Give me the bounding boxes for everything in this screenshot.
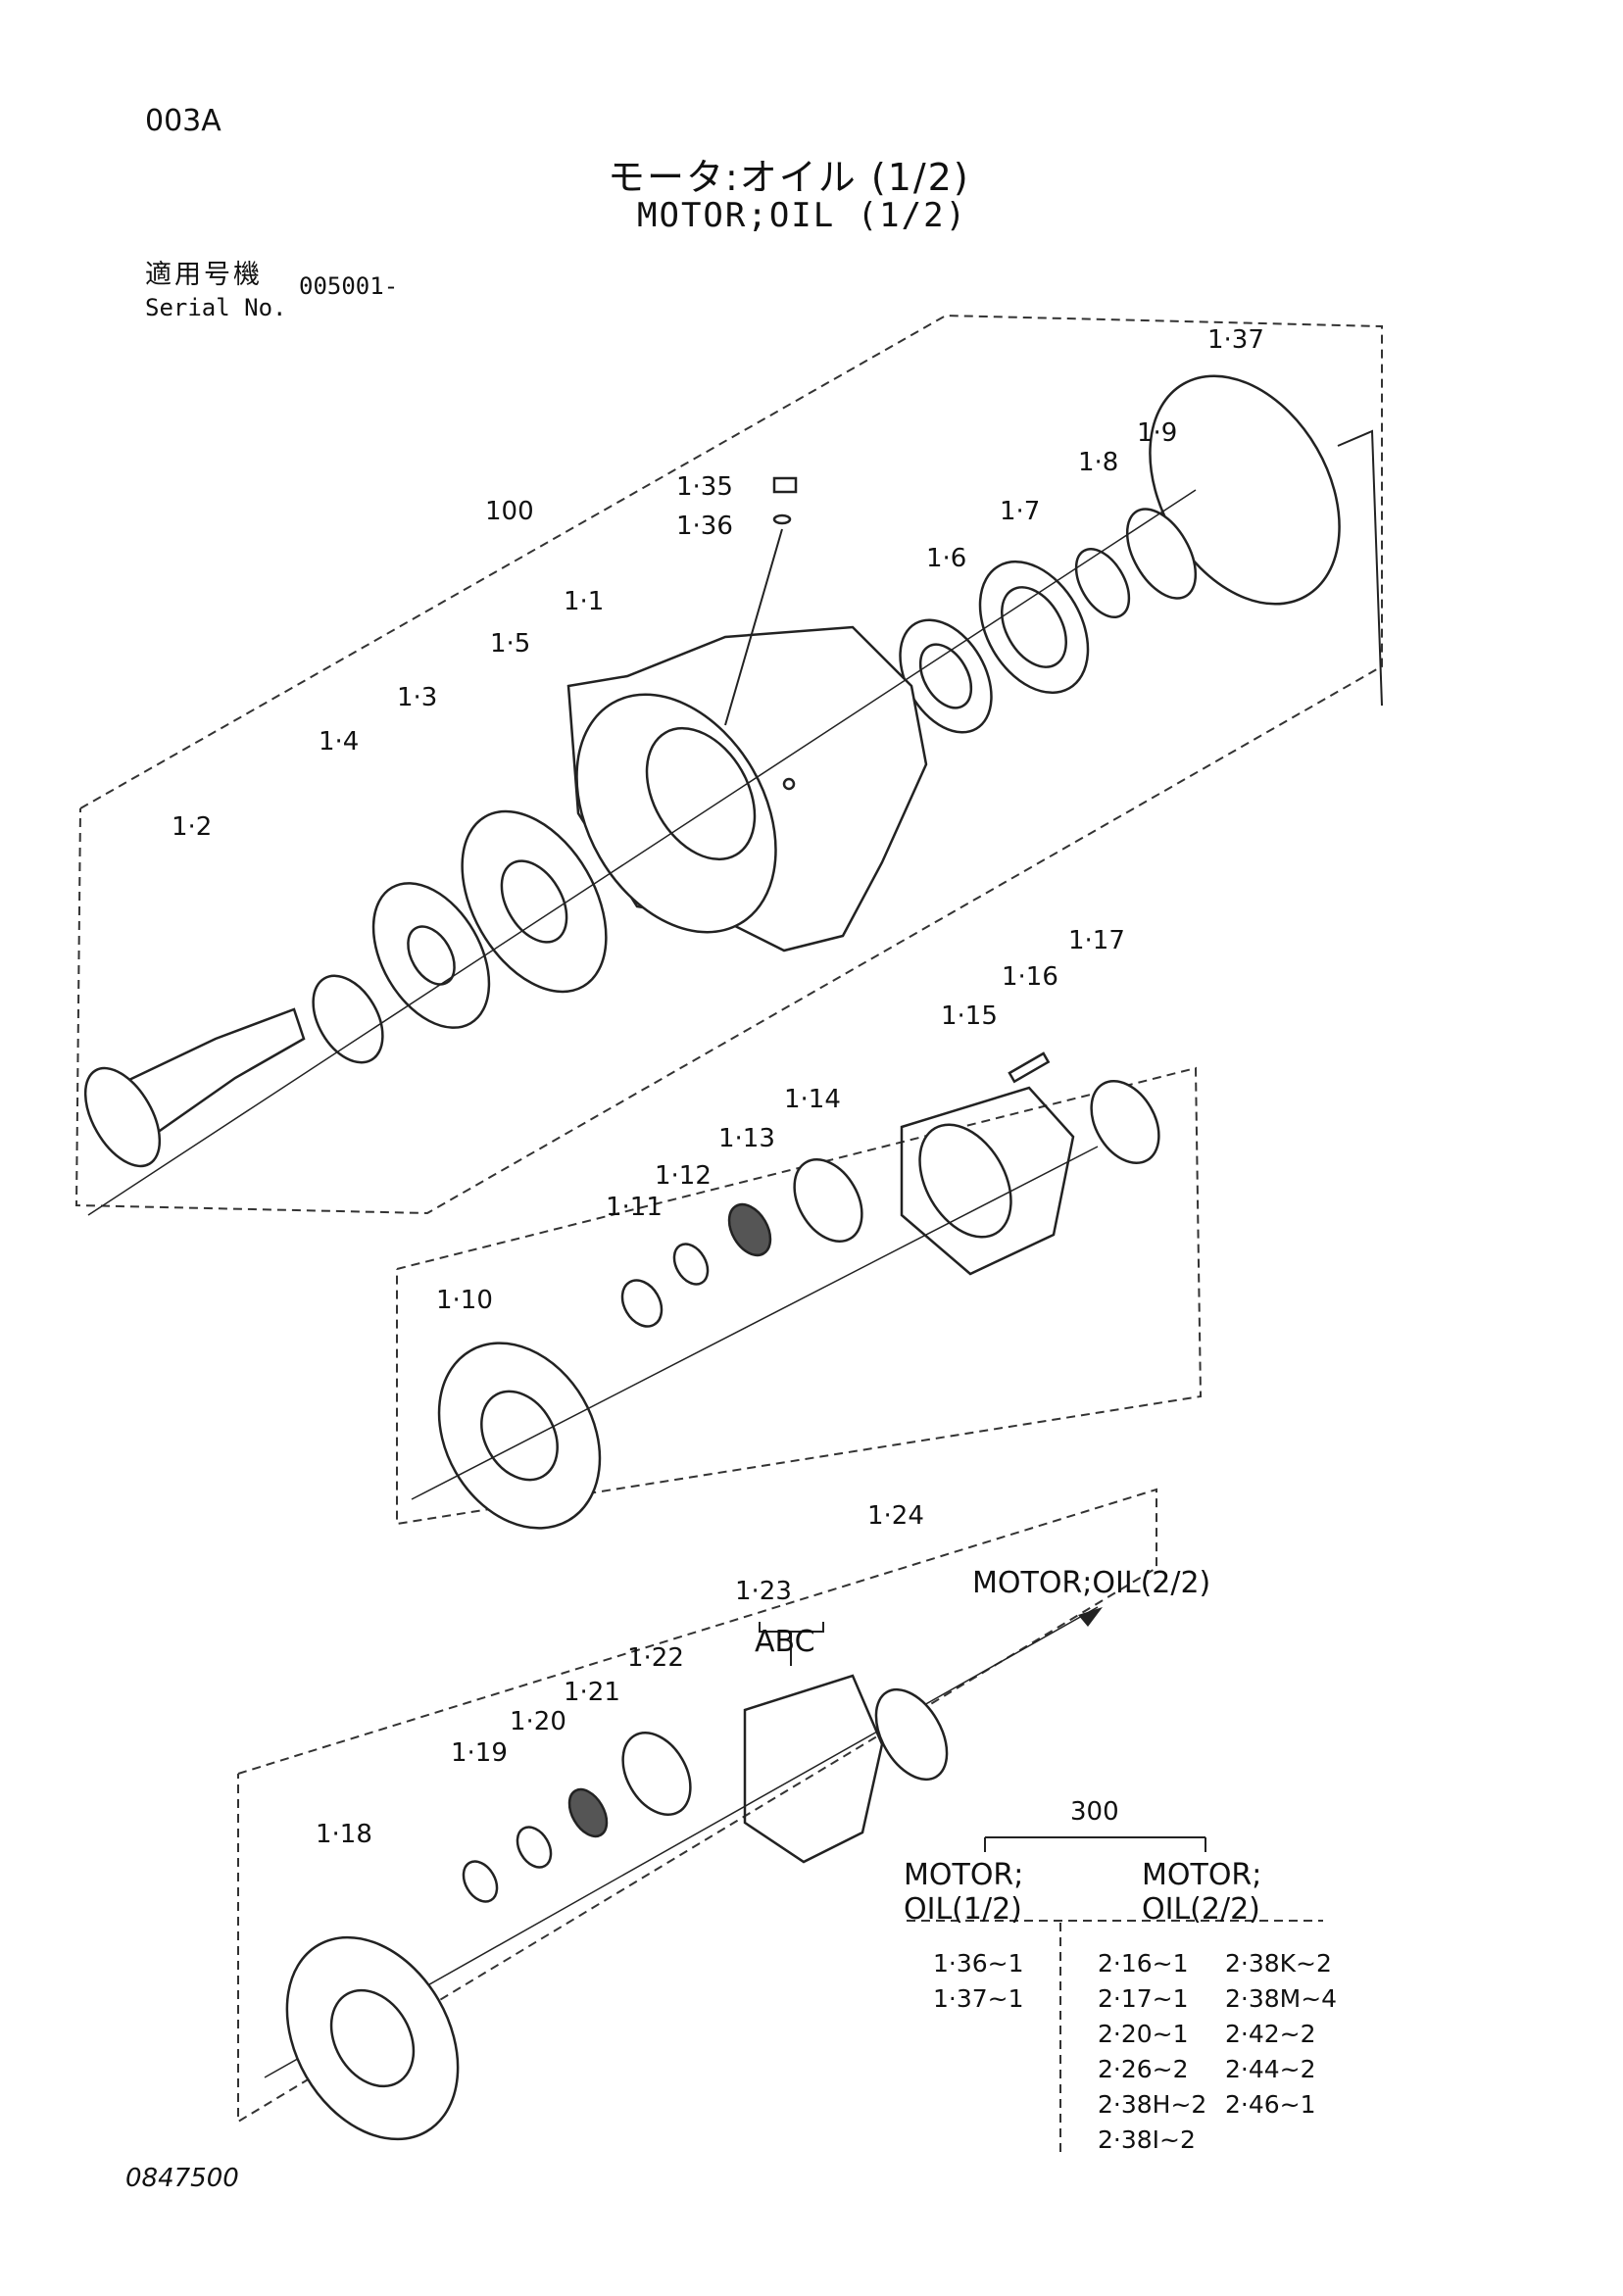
table-col2-header-line1: MOTOR; — [1142, 1858, 1261, 1892]
callout-label: 1·11 — [606, 1193, 663, 1222]
callout-label: 1·5 — [490, 629, 530, 659]
callout-label: 1·16 — [1002, 962, 1058, 992]
callout-label: 1·10 — [436, 1286, 493, 1315]
needle-bearing-part — [727, 1202, 772, 1257]
arrow-reference-label: MOTOR;OIL(2/2) — [972, 1566, 1210, 1600]
serial-number-value: 005001- — [299, 272, 399, 300]
axis-line — [411, 1146, 1099, 1500]
bearing-bore — [1001, 586, 1067, 668]
sun-gear-part — [874, 1687, 949, 1782]
callout-label: 1·21 — [564, 1678, 620, 1707]
o-ring-part — [1149, 374, 1341, 606]
drawing-number: 0847500 — [125, 2164, 239, 2193]
leader-line — [1337, 429, 1383, 707]
arrow-head — [1078, 1607, 1103, 1627]
bushing-part — [672, 1243, 710, 1286]
thrust-washer-part — [620, 1279, 664, 1328]
callout-label: 1·15 — [941, 1001, 998, 1031]
leader-line — [724, 528, 783, 726]
callout-label: 1·2 — [172, 812, 212, 842]
table-item: 2·16~1 — [1098, 1949, 1189, 1978]
callout-label: 100 — [485, 497, 534, 526]
table-item: 2·17~1 — [1098, 1984, 1189, 2013]
plug-port — [782, 777, 796, 791]
table-item: 2·42~2 — [1225, 2020, 1316, 2048]
thrust-washer-lower-part — [462, 1860, 499, 1903]
table-item: 1·36~1 — [933, 1949, 1024, 1978]
callout-label: 1·12 — [655, 1161, 712, 1191]
carrier-lower-spline — [329, 1988, 416, 2088]
snap-ring-part — [1074, 548, 1131, 618]
table-item: 2·38I~2 — [1098, 2125, 1196, 2154]
table-col1-header-line2: OIL(1/2) — [904, 1892, 1022, 1927]
screw-part — [1008, 1051, 1051, 1084]
callout-label: 1·7 — [1000, 497, 1040, 526]
housing-bore — [645, 726, 757, 861]
table-item: 2·38K~2 — [1225, 1949, 1332, 1978]
small-o-ring-part — [772, 513, 792, 525]
callout-label: 1·1 — [564, 587, 604, 616]
callout-label: 1·3 — [397, 683, 437, 712]
washer-bore — [407, 925, 456, 986]
callout-label: 1·17 — [1068, 926, 1125, 955]
table-group-number: 300 — [1070, 1797, 1119, 1827]
callout-label: 1·35 — [676, 472, 733, 502]
seal-ring-part — [1125, 508, 1198, 600]
plug-part — [772, 476, 798, 494]
callout-label: 1·36 — [676, 512, 733, 541]
planet-gear-lower-part — [621, 1731, 692, 1817]
callout-label: 1·22 — [627, 1643, 684, 1673]
page-title-english: MOTOR;OIL (1/2) — [637, 196, 968, 235]
callout-label: 1·14 — [784, 1085, 841, 1114]
page-title-japanese: モータ:オイル (1/2) — [608, 156, 970, 199]
pinion-gear — [83, 1066, 162, 1168]
table-item: 2·20~1 — [1098, 2020, 1189, 2048]
carrier-plate-part — [900, 1086, 1075, 1276]
callout-label: 1·4 — [319, 727, 359, 757]
callout-label: 1·18 — [316, 1820, 372, 1849]
abc-sub-label: ABC — [755, 1625, 815, 1659]
carrier-plate-lower-part — [743, 1674, 884, 1864]
carrier-bore — [918, 1123, 1012, 1239]
planet-gear-part — [793, 1157, 863, 1244]
table-item: 1·37~1 — [933, 1984, 1024, 2013]
carrier-spline — [480, 1390, 559, 1482]
table-item: 2·44~2 — [1225, 2055, 1316, 2083]
oil-seal-bore — [918, 643, 973, 709]
thrust-plate-bore — [500, 859, 568, 944]
callout-labels: 1·37 1·9 1·8 1·7 1·6 1·35 1·36 100 1·1 1… — [172, 325, 1264, 1849]
serial-label-japanese: 適用号機 — [145, 260, 263, 290]
callout-label: 1·24 — [867, 1501, 924, 1531]
table-item: 2·38M~4 — [1225, 1984, 1337, 2013]
table-item: 2·26~2 — [1098, 2055, 1189, 2083]
callout-label: 1·13 — [718, 1124, 775, 1153]
needle-bearing-lower-part — [567, 1787, 609, 1838]
callout-label: 1·6 — [926, 544, 966, 573]
callout-label: 1·23 — [735, 1577, 792, 1606]
serial-label-english: Serial No. — [145, 294, 287, 321]
bushing-lower-part — [516, 1826, 553, 1869]
callout-label: 1·20 — [510, 1707, 566, 1736]
table-col2-header-line2: OIL(2/2) — [1142, 1892, 1260, 1927]
table-item: 2·38H~2 — [1098, 2090, 1206, 2119]
callout-label: 1·9 — [1137, 418, 1177, 448]
lower-assembly-boundary — [237, 1488, 1157, 2124]
table-item: 2·46~1 — [1225, 2090, 1316, 2119]
reference-table: 300 MOTOR; OIL(1/2) MOTOR; OIL(2/2) 1·36… — [904, 1797, 1337, 2154]
callout-label: 1·19 — [451, 1738, 508, 1768]
table-col1-header-line1: MOTOR; — [904, 1858, 1023, 1892]
axis-line — [87, 489, 1197, 1216]
retaining-ring-part — [312, 974, 384, 1064]
page-code: 003A — [145, 104, 221, 138]
callout-label: 1·8 — [1078, 448, 1118, 477]
callout-label: 1·37 — [1207, 325, 1264, 355]
gear-part — [1090, 1079, 1160, 1165]
upper-assembly-boundary — [74, 314, 1383, 1215]
